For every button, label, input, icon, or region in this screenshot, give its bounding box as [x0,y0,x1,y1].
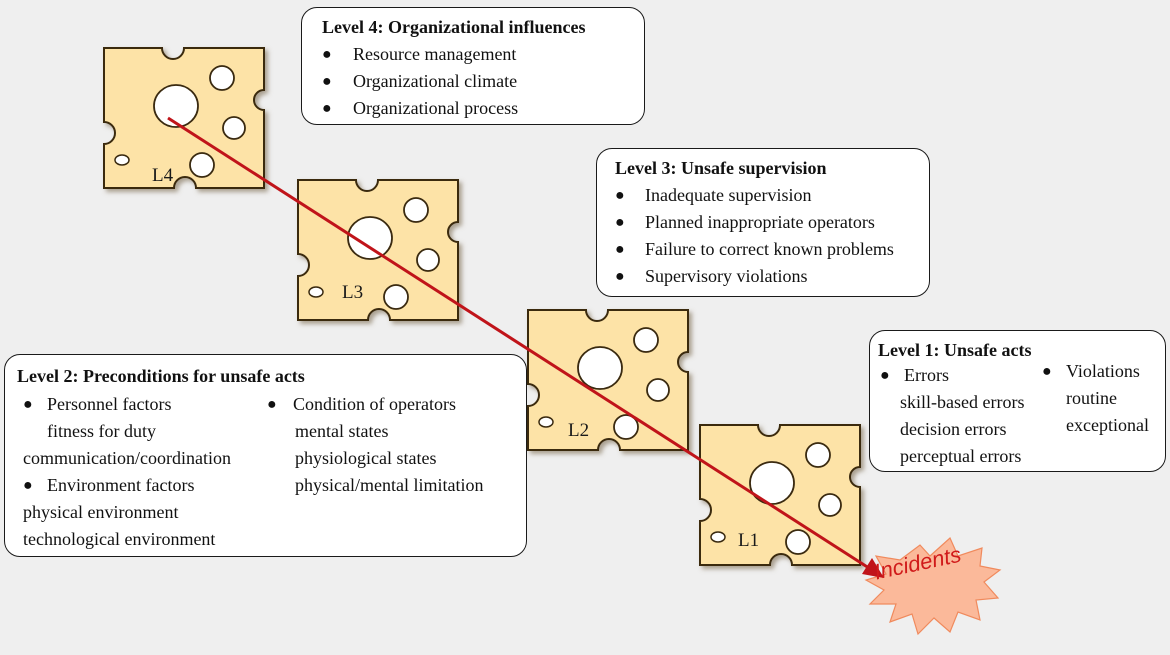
slice-label-l2: L2 [568,420,590,441]
level1-sub-item: routine [1066,388,1117,408]
level4-box: Level 4: Organizational influences ●Reso… [301,7,645,125]
bullet-icon: ● [23,396,33,413]
level2-sub-item: mental states [295,421,389,441]
bullet-icon: ● [322,46,332,63]
bullet-icon: ● [615,187,625,204]
level2-title: Level 2: Preconditions for unsafe acts [17,366,305,386]
level2-sub-item: communication/coordination [23,448,231,468]
level1-sub-item: decision errors [900,419,1007,439]
level1-errors: ●Errors [880,362,1024,389]
arrow-head [862,558,884,578]
bullet-icon: ● [322,100,332,117]
level2-condition-of-operators: ●Condition of operators [267,391,483,418]
bullet-icon: ● [267,396,277,413]
level2-environment-factors: ●Environment factors [23,472,231,499]
level1-sub-item: perceptual errors [900,446,1022,466]
level1-sub-item: skill-based errors [900,392,1025,412]
level4-item: ●Organizational climate [322,68,624,95]
level3-item: ●Inadequate supervision [615,182,911,209]
level2-sub-item: fitness for duty [47,421,156,441]
slice-label-l4: L4 [152,165,174,186]
bullet-icon: ● [615,241,625,258]
level3-item: ●Failure to correct known problems [615,236,911,263]
level1-violations: ●Violations [1042,358,1149,385]
level3-item: ●Planned inappropriate operators [615,209,911,236]
level1-sub-item: exceptional [1066,415,1149,435]
bullet-icon: ● [23,477,33,494]
level2-sub-item: physical environment [23,502,179,522]
cheese-slice-l3 [298,180,458,320]
level2-sub-item: physiological states [295,448,437,468]
bullet-icon: ● [880,367,890,384]
bullet-icon: ● [1042,363,1052,380]
level2-personnel-factors: ●Personnel factors [23,391,231,418]
accident-trajectory-arrow [167,116,873,572]
level4-title: Level 4: Organizational influences [322,17,586,37]
cheese-slice-l1 [700,425,860,565]
incidents-burst [864,537,1002,636]
level3-box: Level 3: Unsafe supervision ●Inadequate … [596,148,930,297]
level1-title: Level 1: Unsafe acts [878,340,1032,360]
level2-sub-item: physical/mental limitation [295,475,484,495]
level3-title: Level 3: Unsafe supervision [615,158,827,178]
slice-label-l3: L3 [342,282,364,303]
level2-sub-item: technological environment [23,529,216,549]
cheese-slice-l2 [528,310,688,450]
bullet-icon: ● [322,73,332,90]
level4-item: ●Resource management [322,41,624,68]
level2-box: Level 2: Preconditions for unsafe acts ●… [4,354,527,557]
bullet-icon: ● [615,268,625,285]
level1-box: Level 1: Unsafe acts ●Errors skill-based… [869,330,1166,472]
level3-item: ●Supervisory violations [615,263,911,290]
level4-item: ●Organizational process [322,95,624,122]
cheese-slice-l4 [104,48,264,188]
slice-label-l1: L1 [738,530,760,551]
bullet-icon: ● [615,214,625,231]
